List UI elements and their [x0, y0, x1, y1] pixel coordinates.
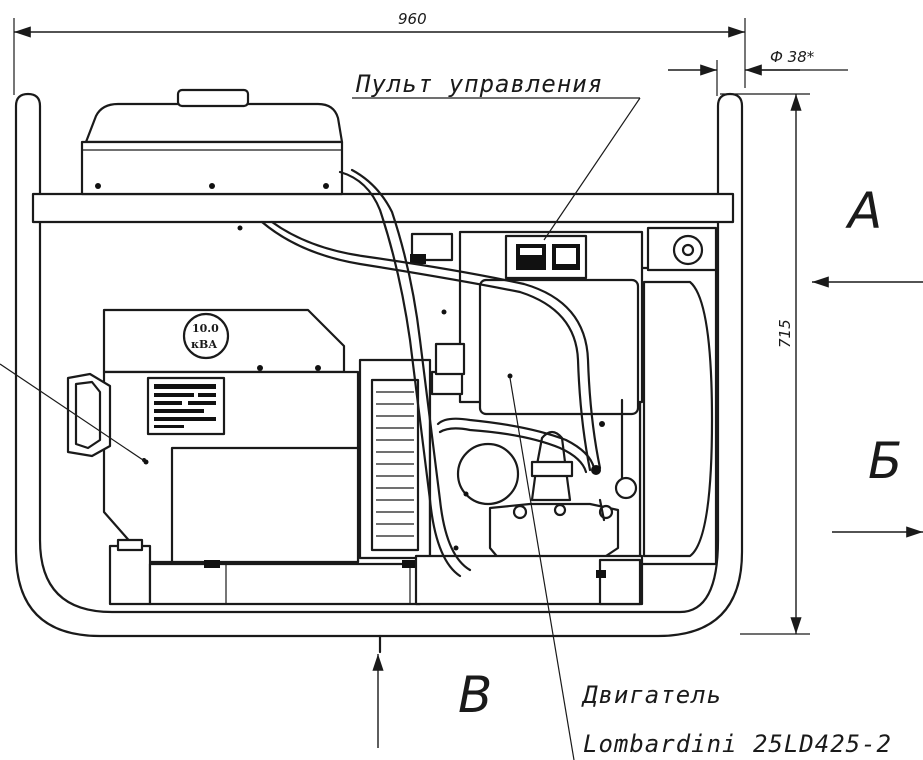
hoses: [260, 168, 602, 578]
alternator: 10.0 кВА: [66, 308, 422, 606]
dimension-715: 715: [720, 93, 810, 635]
control-panel: [410, 232, 588, 280]
dimension-715-text: 715: [776, 319, 794, 348]
dimension-960: 960: [13, 10, 746, 95]
label-engine-model: Lombardini 25LD425-2: [583, 730, 892, 758]
view-v-letter: В: [458, 666, 492, 724]
view-marker-b: Б: [832, 432, 923, 538]
power-badge-line2: кВА: [191, 338, 217, 351]
view-b-letter: Б: [868, 432, 902, 490]
dimension-tube-diameter: Ф 38*: [668, 48, 848, 96]
view-marker-a: А: [812, 182, 923, 288]
leaders: [0, 97, 641, 760]
dimension-tube-text: Ф 38*: [770, 48, 815, 66]
view-marker-v: В: [372, 654, 492, 748]
view-a-letter: А: [845, 182, 882, 240]
air-filter-cover: [80, 88, 344, 196]
label-control-panel: Пульт управления: [355, 70, 603, 98]
fan-housing: [358, 358, 432, 560]
dimension-960-text: 960: [398, 10, 427, 28]
power-badge-line1: 10.0: [192, 322, 219, 335]
engine: [414, 226, 718, 606]
label-engine-title: Двигатель: [581, 681, 722, 709]
